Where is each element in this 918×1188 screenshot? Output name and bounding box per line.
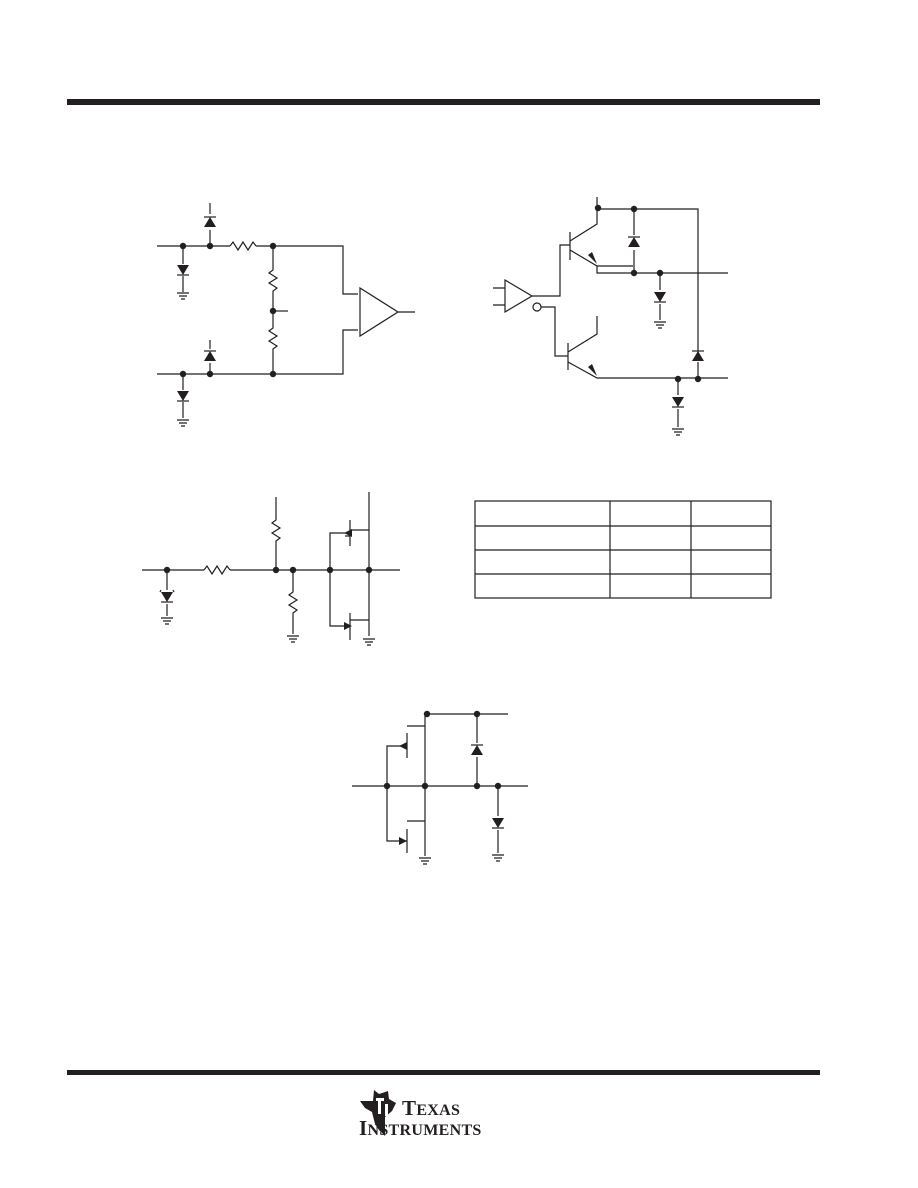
ground-8 xyxy=(418,857,432,865)
output-diode-rail xyxy=(470,744,484,756)
series-resistor-2 xyxy=(203,564,231,576)
zener-diode xyxy=(160,591,174,603)
logo-cap-1: T xyxy=(402,1096,417,1120)
nmos-transistor xyxy=(345,570,370,640)
logo-rest-1: EXAS xyxy=(416,1102,461,1119)
logo-wordmark-line-1: TEXAS xyxy=(402,1096,460,1121)
clamp-diode-gnd-2 xyxy=(176,390,190,402)
pmos-output-transistor xyxy=(400,716,426,786)
comparator-input-schematic xyxy=(157,203,415,427)
clamp-diode-top-1 xyxy=(203,216,217,228)
totem-diode-gnd-2 xyxy=(671,396,685,408)
totem-pole-output-schematic xyxy=(493,197,728,436)
output-diode-gnd xyxy=(491,817,505,829)
npn-transistor-upper xyxy=(569,207,633,267)
ti-state-logo-icon xyxy=(360,1090,396,1136)
top-rule xyxy=(67,99,820,105)
logo-rest-2: NSTRUMENTS xyxy=(367,1122,482,1139)
texas-instruments-logo: TEXAS INSTRUMENTS xyxy=(356,1086,516,1142)
totem-diode-gnd-1 xyxy=(653,291,667,303)
ground-7 xyxy=(362,638,376,646)
nmos-output-transistor xyxy=(400,786,426,856)
clamp-diode-gnd-1 xyxy=(176,264,190,276)
cmos-output-schematic xyxy=(352,710,528,865)
clamp-diode-top-2 xyxy=(203,350,217,362)
series-resistor-1 xyxy=(229,240,257,252)
cmos-input-schematic xyxy=(142,492,400,646)
totem-diode-1 xyxy=(627,236,641,248)
pmos-transistor xyxy=(345,492,370,546)
ground-2 xyxy=(176,419,190,427)
logo-wordmark-line-2: INSTRUMENTS xyxy=(359,1116,482,1141)
ground-5 xyxy=(160,617,174,625)
ground-3 xyxy=(653,321,667,329)
ground-6 xyxy=(286,635,300,643)
data-table xyxy=(474,500,772,599)
comparator-symbol xyxy=(359,286,400,338)
totem-diode-2 xyxy=(691,350,705,362)
npn-transistor-lower xyxy=(567,316,728,379)
ground-9 xyxy=(491,854,505,862)
logo-cap-2: I xyxy=(359,1116,368,1140)
ground-1 xyxy=(176,292,190,300)
bottom-rule xyxy=(67,1070,820,1075)
inverter-symbol xyxy=(504,278,534,314)
ground-4 xyxy=(671,428,685,436)
